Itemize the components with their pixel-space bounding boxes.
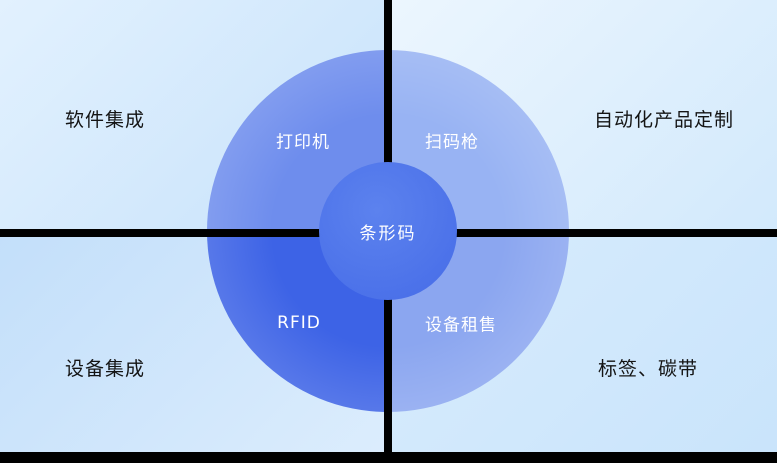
bottom-bar	[0, 452, 777, 463]
quadrant-label-scanner: 扫码枪	[425, 132, 479, 153]
center-label: 条形码	[359, 223, 417, 244]
quadrant-label-printer: 打印机	[276, 132, 330, 153]
quadrant-label-rental: 设备租售	[425, 315, 497, 336]
corner-label-labels-ribbons: 标签、碳带	[598, 358, 699, 380]
corner-label-software-integration: 软件集成	[65, 109, 146, 131]
center-circle: 条形码	[319, 162, 457, 300]
quadrant-label-rfid: RFID	[277, 313, 321, 333]
corner-label-automation-customization: 自动化产品定制	[594, 109, 735, 131]
corner-label-equipment-integration: 设备集成	[65, 358, 146, 380]
